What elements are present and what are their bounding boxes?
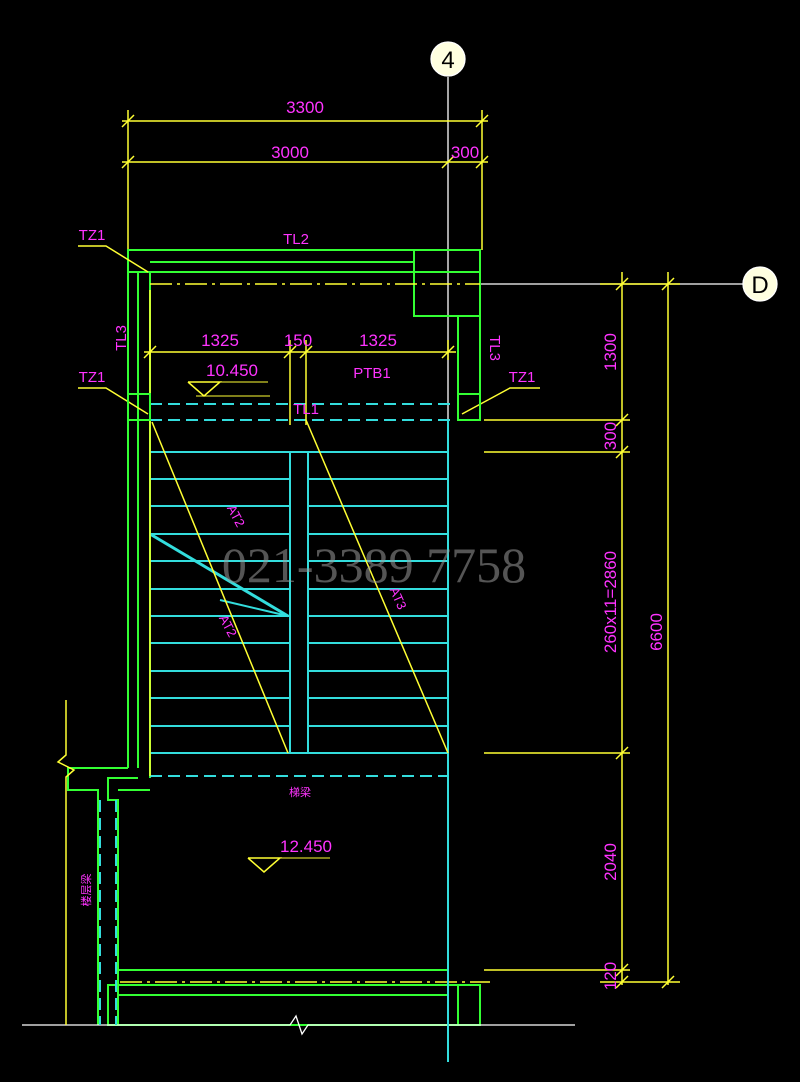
dim-300: 300 [451, 143, 479, 162]
stair [99, 403, 450, 1062]
label-tz1-top: TZ1 [79, 227, 106, 244]
elevation-upper: 10.450 [187, 361, 270, 397]
label-tz1-mid-right: TZ1 [509, 369, 536, 386]
elevation-12450: 12.450 [280, 837, 332, 856]
watermark: 021-3389 7758 [222, 537, 526, 593]
label-ptb1: PTB1 [353, 365, 391, 382]
dim-260x11: 260x11=2860 [601, 551, 620, 653]
top-dimensions: 3300 3000 300 [121, 98, 489, 250]
centerlines [56, 283, 490, 1025]
label-tl3-left: TL3 [113, 325, 130, 351]
dim-120: 120 [601, 962, 620, 990]
label-tl1: TL1 [293, 401, 319, 418]
label-tz1-mid-left: TZ1 [79, 369, 106, 386]
dim-150: 150 [284, 331, 312, 350]
axis-4-label: 4 [441, 47, 454, 74]
dim-3300: 3300 [286, 98, 324, 117]
dim-2040: 2040 [601, 843, 620, 881]
leaders [78, 245, 540, 421]
axis-d-label: D [751, 272, 768, 299]
right-dimensions: 1300 300 260x11=2860 2040 120 6600 [484, 272, 680, 990]
dim-3000: 3000 [271, 143, 309, 162]
dim-1300: 1300 [601, 333, 620, 371]
dim-300-vert: 300 [601, 422, 620, 450]
label-beam-note: 梯梁 [289, 785, 311, 799]
label-tl2: TL2 [283, 231, 309, 248]
label-wall-note: 楼层梁 [79, 874, 93, 907]
dim-1325-left: 1325 [201, 331, 239, 350]
elevation-10450: 10.450 [206, 361, 258, 380]
stringers [149, 290, 449, 776]
label-tl3-right: TL3 [486, 335, 503, 361]
axis-4-bubble [430, 41, 466, 77]
dim-6600: 6600 [647, 613, 666, 651]
dim-1325-right: 1325 [359, 331, 397, 350]
elevation-lower: 12.450 [247, 837, 332, 873]
ptb1-dimensions: 1325 150 1325 [143, 331, 456, 425]
